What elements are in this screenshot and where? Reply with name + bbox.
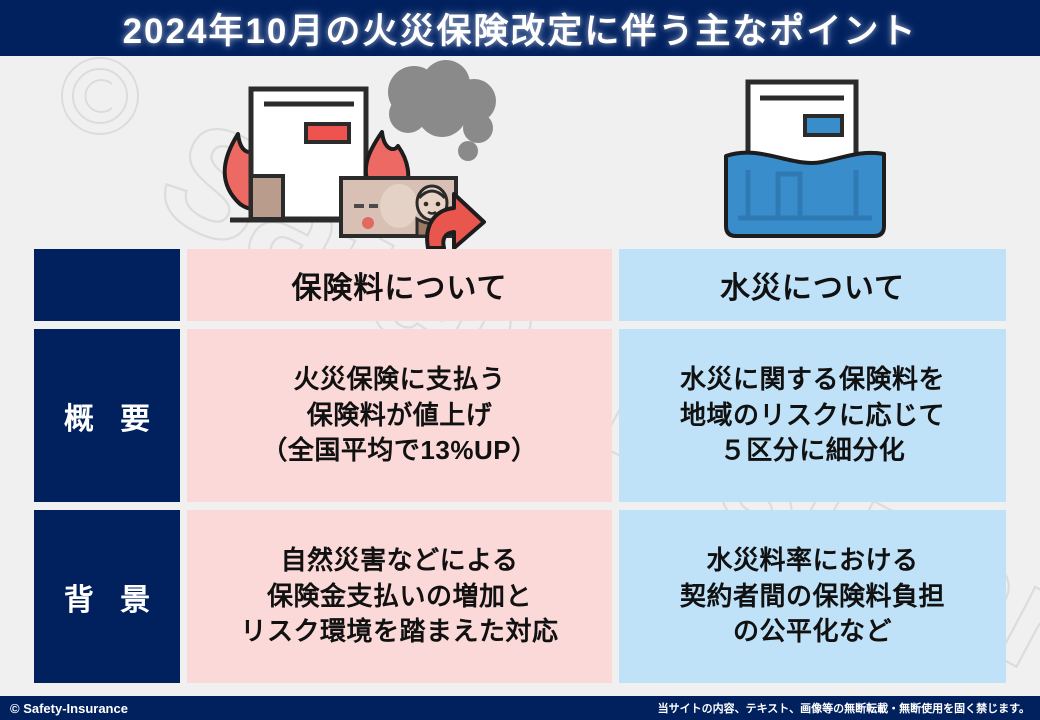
cell-text: 水災料率における 契約者間の保険料負担 の公平化など [679, 544, 945, 647]
footer-copyright: © Safety-Insurance [10, 700, 128, 716]
footer-notice: 当サイトの内容、テキスト、画像等の無断転載・無断使用を固く禁じます。 [657, 703, 1030, 715]
header-cell-fire: 保険料について [187, 249, 612, 321]
cell-background-fire: 自然災害などによる 保険金支払いの増加と リスク環境を踏まえた対応 [187, 510, 612, 683]
page-title: 2024年10月の火災保険改定に伴う主なポイント [122, 11, 918, 51]
header-corner-cell [34, 249, 180, 321]
cell-background-flood: 水災料率における 契約者間の保険料負担 の公平化など [619, 510, 1006, 683]
row-label-text: 概 要 [63, 402, 160, 436]
header-label-flood: 水災について [719, 272, 906, 305]
footer-bar: © Safety-Insurance 当サイトの内容、テキスト、画像等の無断転載… [0, 696, 1040, 720]
cell-text: 火災保険に支払う 保険料が値上げ （全国平均で13%UP） [261, 363, 538, 466]
header-label-fire: 保険料について [291, 272, 508, 305]
header-cell-flood: 水災について [619, 249, 1006, 321]
cell-overview-flood: 水災に関する保険料を 地域のリスクに応じて ５区分に細分化 [619, 329, 1006, 502]
flooded-house-icon [700, 70, 910, 245]
table-row: 背 景 自然災害などによる 保険金支払いの増加と リスク環境を踏まえた対応 水災… [34, 510, 1006, 683]
title-bar: 2024年10月の火災保険改定に伴う主なポイント [0, 0, 1040, 56]
table-header-row: 保険料について 水災について [34, 249, 1006, 321]
table-row: 概 要 火災保険に支払う 保険料が値上げ （全国平均で13%UP） 水災に関する… [34, 329, 1006, 502]
comparison-table: 保険料について 水災について 概 要 火災保険に支払う 保険料が値上げ （全国平… [34, 249, 1006, 683]
row-label-background: 背 景 [34, 510, 180, 683]
burning-house-icon [196, 56, 536, 256]
cell-overview-fire: 火災保険に支払う 保険料が値上げ （全国平均で13%UP） [187, 329, 612, 502]
cell-text: 水災に関する保険料を 地域のリスクに応じて ５区分に細分化 [679, 363, 945, 466]
row-label-text: 背 景 [63, 583, 160, 617]
cell-text: 自然災害などによる 保険金支払いの増加と リスク環境を踏まえた対応 [240, 544, 559, 647]
row-label-overview: 概 要 [34, 329, 180, 502]
